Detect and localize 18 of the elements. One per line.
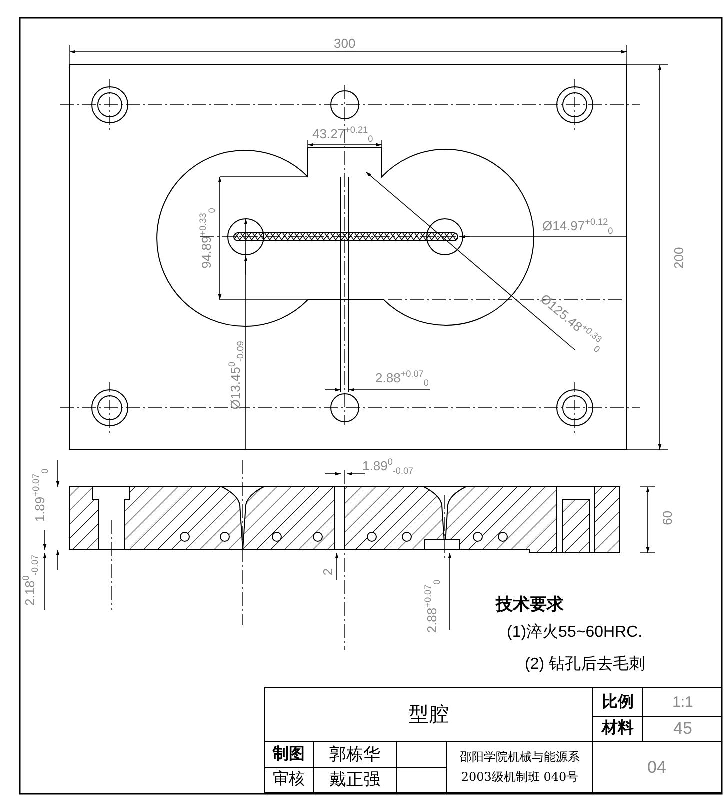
section-heading: 技术要求 [496,596,564,614]
table-value: 1:1 [672,694,694,711]
table-value: 戴正强 [330,770,380,790]
dimension-label: 2 [320,568,336,576]
dimension-label: 300 [334,37,356,52]
table-value: 郭栋华 [330,746,380,764]
requirement-note: (2) 钻孔后去毛刺 [525,656,645,674]
drawing-title: 型腔 [409,704,449,726]
table-value: 04 [648,758,666,778]
requirement-note: (1)淬火55~60HRC. [507,624,643,642]
table-label: 制图 [273,746,305,764]
dimension-label: 60 [661,510,676,526]
dimension-label: 200 [672,247,687,269]
table-label: 材料 [602,720,634,738]
table-value: 45 [674,720,692,738]
table-label: 比例 [602,694,634,712]
table-label: 审核 [273,771,305,789]
table-value: 邵阳学院机械与能源系 2003级机制班 040号 [460,748,580,786]
